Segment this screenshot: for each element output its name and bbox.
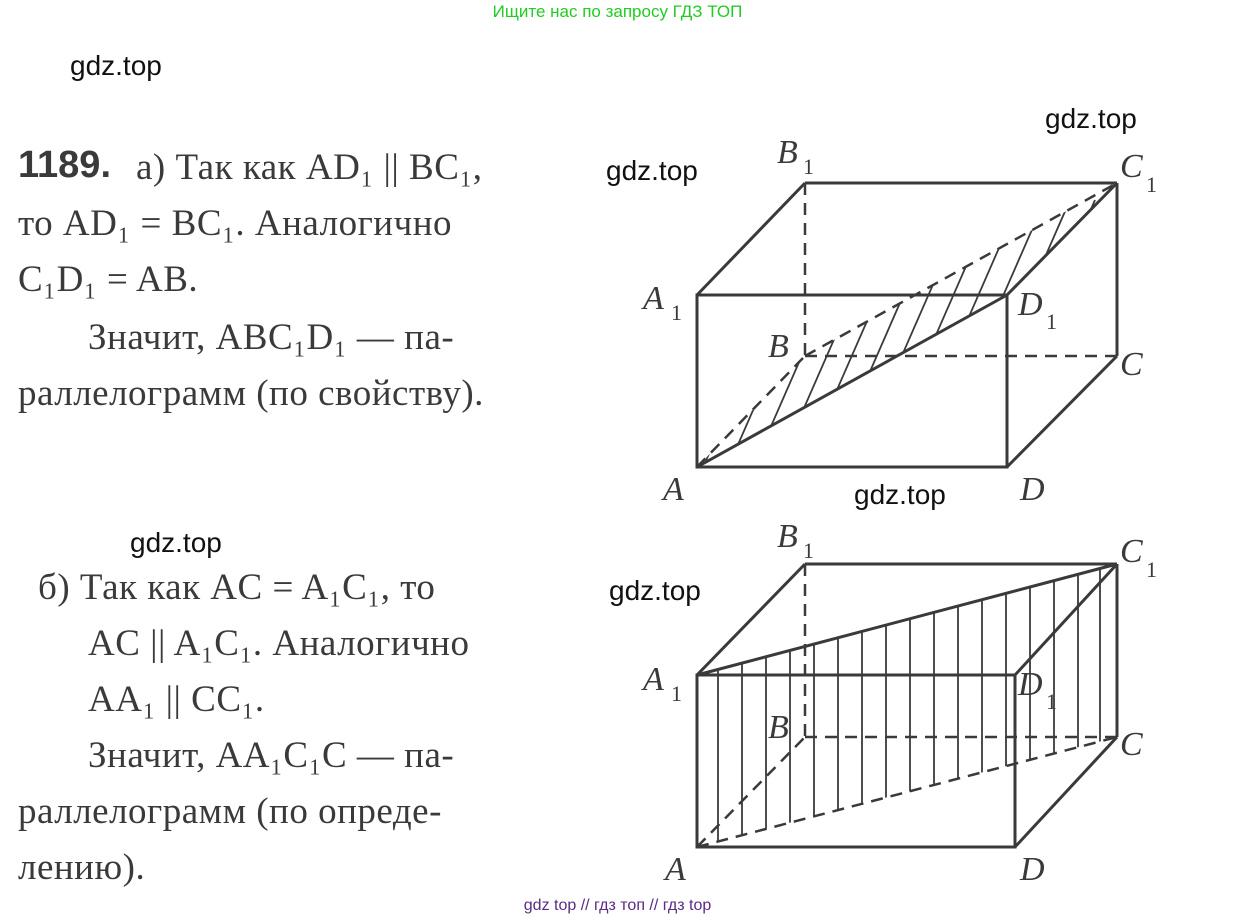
watermark: gdz.top: [130, 527, 222, 558]
svg-text:D: D: [1019, 471, 1045, 508]
watermark: gdz.top: [609, 575, 701, 606]
svg-text:1: 1: [671, 300, 682, 325]
part-b-line-6: лению).: [18, 847, 146, 888]
parallelepiped-a: [695, 181, 1119, 469]
svg-text:B: B: [768, 328, 789, 365]
svg-text:1: 1: [671, 681, 682, 706]
hatching-a: [697, 199, 1117, 467]
svg-text:B: B: [777, 518, 798, 555]
svg-text:D: D: [1019, 851, 1045, 888]
svg-text:1: 1: [803, 154, 814, 179]
footer-links[interactable]: gdz top // гдз топ // гдз top: [523, 897, 712, 914]
svg-text:A: A: [641, 661, 664, 698]
watermark: gdz.top: [1045, 103, 1137, 134]
watermark: gdz.top: [606, 155, 698, 186]
part-a-line-3: C₁D₁ = AB.: [18, 259, 199, 300]
svg-text:C: C: [1120, 726, 1143, 763]
svg-text:C: C: [1120, 533, 1143, 570]
part-b-line-5: раллелограмм (по опреде-: [18, 791, 442, 832]
svg-text:A: A: [641, 280, 664, 317]
search-hint: Ищите нас по запросу ГДЗ ТОП: [492, 2, 743, 21]
part-a-line-1: а) Так как AD₁ || BC₁,: [136, 147, 483, 188]
part-a-line-5: раллелограмм (по свойству).: [18, 373, 484, 414]
part-b-line-4: Значит, AA₁C₁C — па-: [88, 735, 455, 776]
svg-text:1: 1: [1146, 557, 1157, 582]
svg-text:C: C: [1120, 346, 1143, 383]
part-b-line-1: б) Так как AC = A₁C₁, то: [38, 567, 436, 608]
watermark: gdz.top: [70, 50, 162, 81]
part-a-line-2: то AD₁ = BC₁. Аналогично: [18, 203, 453, 244]
part-b-line-2: AC || A₁C₁. Аналогично: [88, 623, 470, 664]
part-b-line-3: AA₁ || CC₁.: [88, 679, 265, 720]
svg-text:A: A: [663, 851, 686, 888]
svg-text:1: 1: [1146, 172, 1157, 197]
svg-text:B: B: [777, 134, 798, 171]
svg-text:1: 1: [1046, 689, 1057, 714]
labels-b: A B C D A 1 B 1 C 1 D 1: [641, 518, 1157, 888]
watermark: gdz.top: [854, 479, 946, 510]
svg-text:D: D: [1017, 666, 1043, 703]
svg-text:1: 1: [1046, 309, 1057, 334]
svg-text:1: 1: [803, 538, 814, 563]
svg-text:C: C: [1120, 148, 1143, 185]
svg-text:D: D: [1017, 286, 1043, 323]
svg-text:B: B: [768, 709, 789, 746]
problem-number: 1189.: [18, 144, 111, 186]
svg-text:A: A: [661, 471, 684, 508]
part-a-line-4: Значит, ABC₁D₁ — па-: [88, 317, 455, 358]
labels-a: A B C D A 1 B 1 C 1 D 1: [641, 134, 1157, 508]
